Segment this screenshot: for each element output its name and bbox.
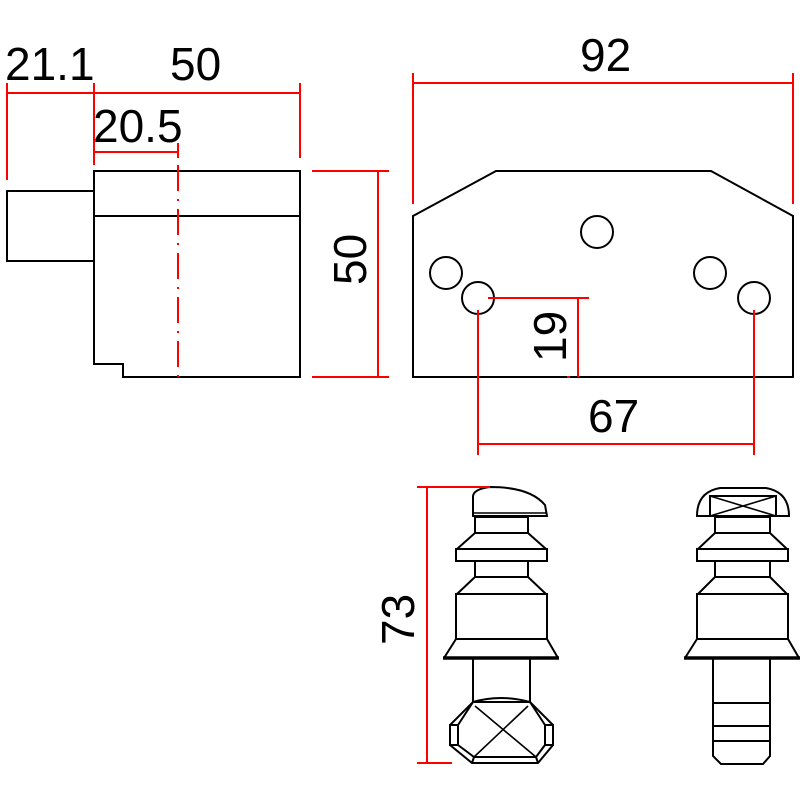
dim-center-offset: 20.5 — [93, 100, 183, 158]
fastener1-shaft — [472, 658, 531, 702]
fastener2-shaft — [712, 658, 771, 765]
side-view-body — [93, 170, 301, 378]
fastener1-flange — [455, 548, 548, 562]
fastener1-head — [472, 485, 549, 517]
hole-top-center — [580, 215, 614, 249]
hole-right-upper — [693, 256, 727, 290]
fastener-with-grooved-shaft — [684, 487, 800, 765]
dim-label-20-5: 20.5 — [93, 100, 183, 152]
dim-label-92: 92 — [580, 29, 631, 81]
dim-stub-and-width: 21.1 50 — [5, 38, 301, 180]
dim-hole-spacing: 67 — [477, 310, 755, 455]
dim-body-height: 50 — [312, 170, 389, 378]
dim-hole-height: 19 — [488, 297, 589, 378]
dim-label-50-height: 50 — [324, 234, 376, 285]
hole-left-upper — [429, 256, 463, 290]
dim-overall-width: 92 — [412, 29, 794, 204]
hole-right-lower — [737, 281, 771, 315]
plate-outline — [412, 170, 794, 378]
fastener-with-hex-nut: 73 — [372, 485, 559, 764]
side-view-stub — [6, 190, 95, 262]
dim-label-50-width: 50 — [170, 38, 221, 90]
fastener2-head — [695, 487, 791, 517]
dim-label-21-1: 21.1 — [5, 38, 95, 90]
dim-label-19: 19 — [524, 311, 576, 362]
dim-label-67: 67 — [588, 390, 639, 442]
top-view: 92 19 67 — [412, 29, 794, 455]
dim-overall-height: 73 — [372, 486, 490, 764]
dim-label-73: 73 — [372, 594, 424, 645]
side-view: 21.1 50 20.5 50 — [5, 38, 389, 383]
fastener1-body — [455, 593, 548, 640]
fastener2-body — [696, 593, 789, 640]
hex-nut — [449, 697, 554, 764]
fastener2-flange — [696, 548, 789, 562]
